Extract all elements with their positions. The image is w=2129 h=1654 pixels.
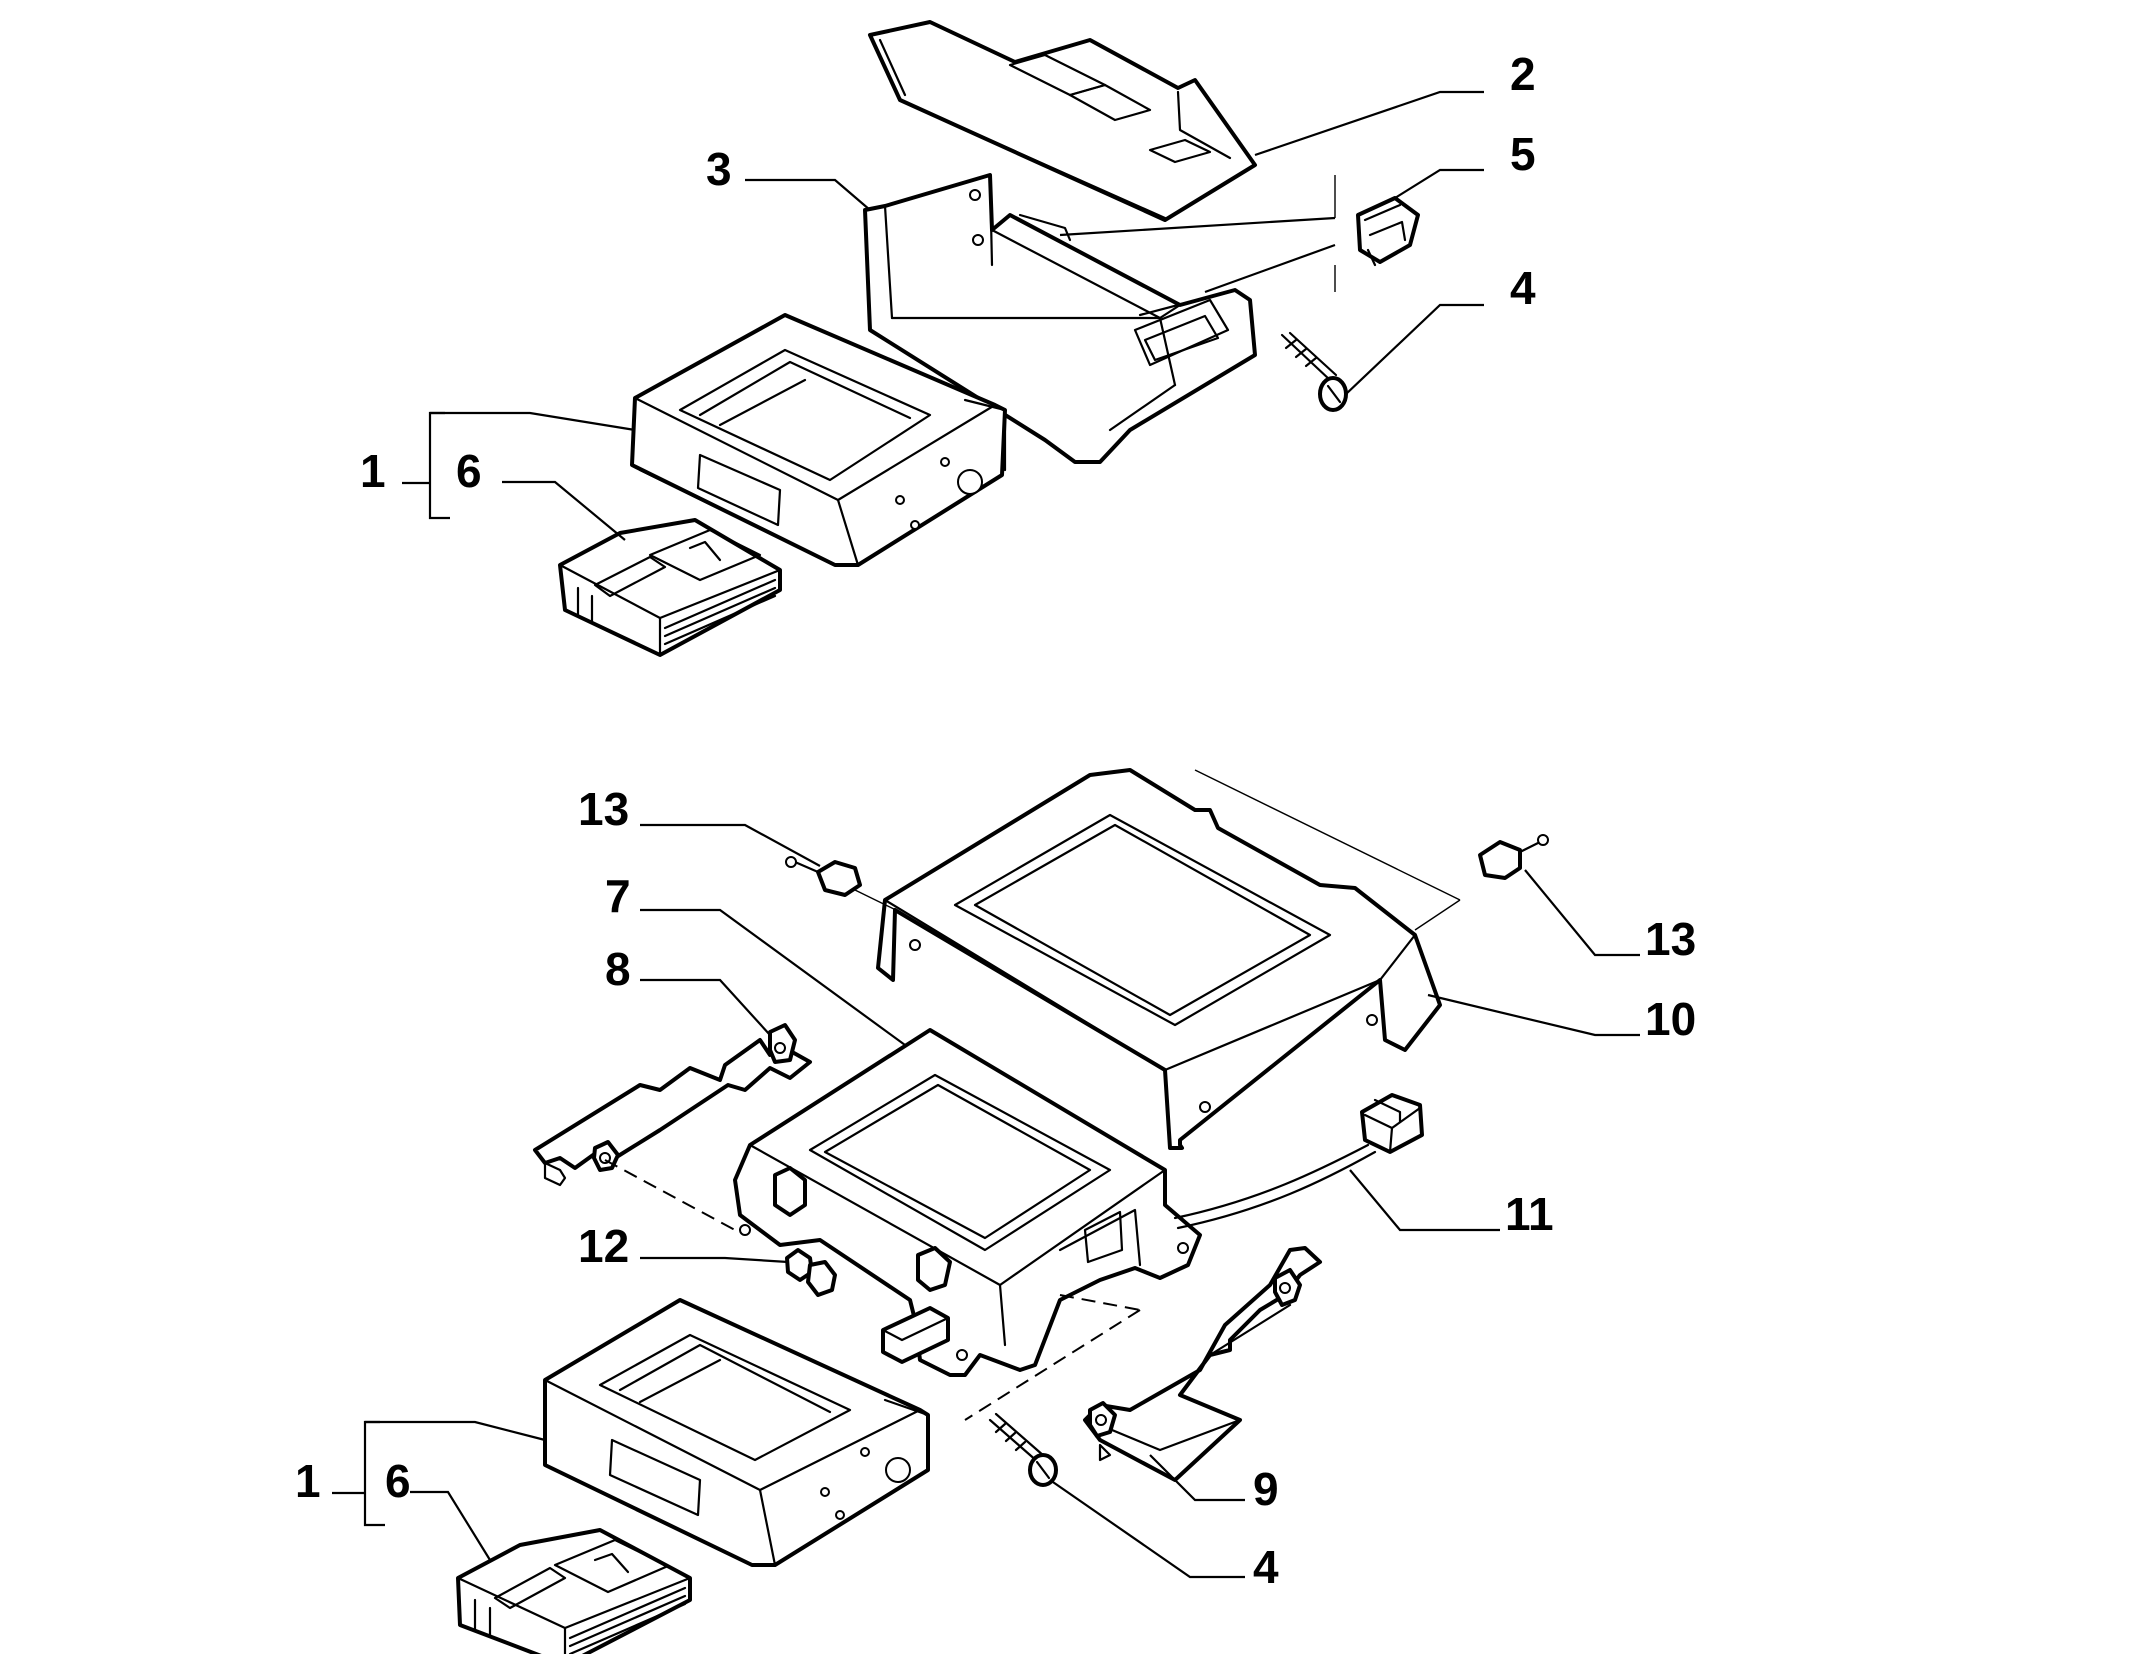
label-6-bottom: 6 [385,1455,411,1507]
label-7: 7 [605,870,631,922]
part-10-cover-plate [876,768,1461,1150]
part-2-cover [868,20,1257,222]
part-11-cable [1173,1093,1424,1230]
part-6-cartridge [558,518,782,657]
label-1-bottom: 1 [295,1455,321,1507]
part-1-changer-unit-bottom [543,1298,930,1567]
top-leader-lines [402,90,1484,541]
part-6-cartridge-bottom [456,1528,692,1654]
part-7-mounting-frame [733,1028,1202,1377]
part-5-clip [1059,175,1420,294]
part-4-screw-top [1280,331,1348,412]
label-11: 11 [1505,1188,1554,1240]
part-13-pin-left [785,856,901,913]
top-assembly: 2 3 5 4 1 6 [360,20,1536,657]
label-8: 8 [605,943,631,995]
part-3-housing [863,173,1257,464]
label-4-bottom: 4 [1253,1541,1279,1593]
label-1-top: 1 [360,445,386,497]
label-13-left: 13 [578,783,629,835]
part-1-changer-unit [630,313,1007,567]
part-12-bolt [785,1248,837,1297]
label-9: 9 [1253,1463,1279,1515]
label-13-right: 13 [1645,913,1696,965]
label-5: 5 [1510,128,1536,180]
part-13-pin-right [1478,834,1549,880]
part-8-bracket-left [533,1023,812,1231]
label-12: 12 [578,1220,629,1272]
label-4-top: 4 [1510,262,1536,314]
bottom-assembly: 13 7 8 13 10 11 12 9 4 1 6 [295,768,1696,1654]
label-2: 2 [1510,48,1536,100]
label-10: 10 [1645,993,1696,1045]
part-9-bracket-right [1083,1246,1322,1482]
label-6-top: 6 [456,445,482,497]
part-4-screw-bottom [988,1412,1058,1487]
bottom-leader-lines [332,823,1640,1579]
label-3: 3 [706,143,732,195]
